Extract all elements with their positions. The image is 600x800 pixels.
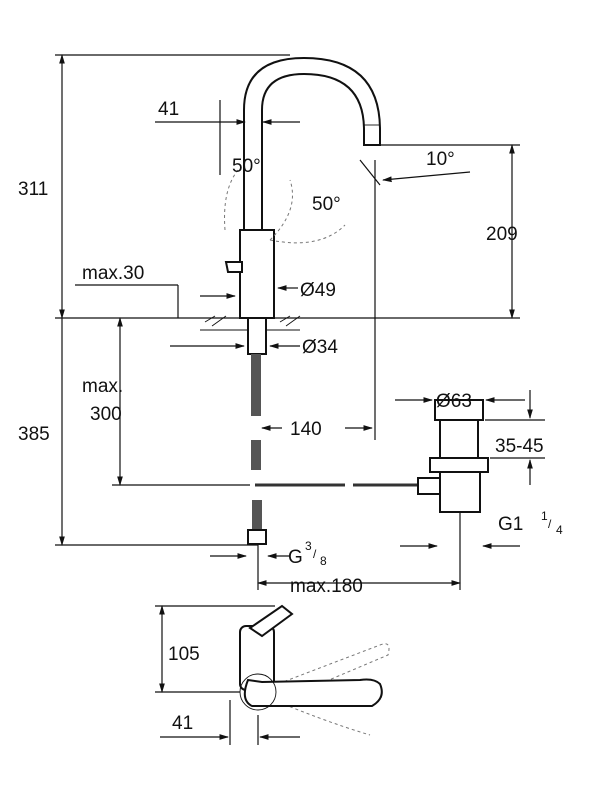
label-d49: Ø49 xyxy=(300,280,336,301)
lever-swing-ghost xyxy=(224,169,346,244)
label-g1-num: 1 xyxy=(541,509,548,523)
label-50-left: 50° xyxy=(232,156,261,177)
faucet-lever xyxy=(224,261,243,273)
faucet-body xyxy=(239,229,275,319)
label-50-right: 50° xyxy=(312,194,341,215)
label-140: 140 xyxy=(290,419,322,440)
label-g38-num: 3 xyxy=(305,539,312,553)
top-view-spout-outline xyxy=(243,678,383,707)
label-105: 105 xyxy=(168,644,200,665)
label-10-deg: 10° xyxy=(426,149,455,170)
faucet-top-view xyxy=(239,604,390,736)
label-35-45: 35-45 xyxy=(495,436,544,457)
label-max300-b: 300 xyxy=(90,404,122,425)
faucet-front-view xyxy=(55,56,520,545)
top-view-dimensions xyxy=(155,605,300,745)
label-max180: max.180 xyxy=(290,576,363,597)
mounting-shank xyxy=(247,317,267,355)
label-209: 209 xyxy=(486,224,518,245)
dimension-labels: 311 385 41 50° 50° 10° 209 max.30 Ø49 Ø3… xyxy=(18,99,563,734)
threaded-rod xyxy=(247,354,267,545)
dimension-lines xyxy=(55,54,545,590)
label-d34: Ø34 xyxy=(302,337,338,358)
label-g38-slash: / xyxy=(313,547,317,561)
label-41-top: 41 xyxy=(158,99,179,120)
label-d63: Ø63 xyxy=(436,391,472,412)
top-view-lever xyxy=(248,604,294,638)
label-g1: G1 xyxy=(498,514,523,535)
label-311: 311 xyxy=(18,179,48,200)
label-g38: G xyxy=(288,547,303,568)
faucet-spout xyxy=(243,56,381,231)
label-max30: max.30 xyxy=(82,263,144,284)
label-g38-den: 8 xyxy=(320,554,327,568)
label-385: 385 xyxy=(18,424,50,445)
label-g1-slash: / xyxy=(548,517,552,531)
label-g1-den: 4 xyxy=(556,523,563,537)
label-41-bottom: 41 xyxy=(172,713,193,734)
waste-valve xyxy=(417,399,489,513)
label-max300-a: max. xyxy=(82,376,123,397)
